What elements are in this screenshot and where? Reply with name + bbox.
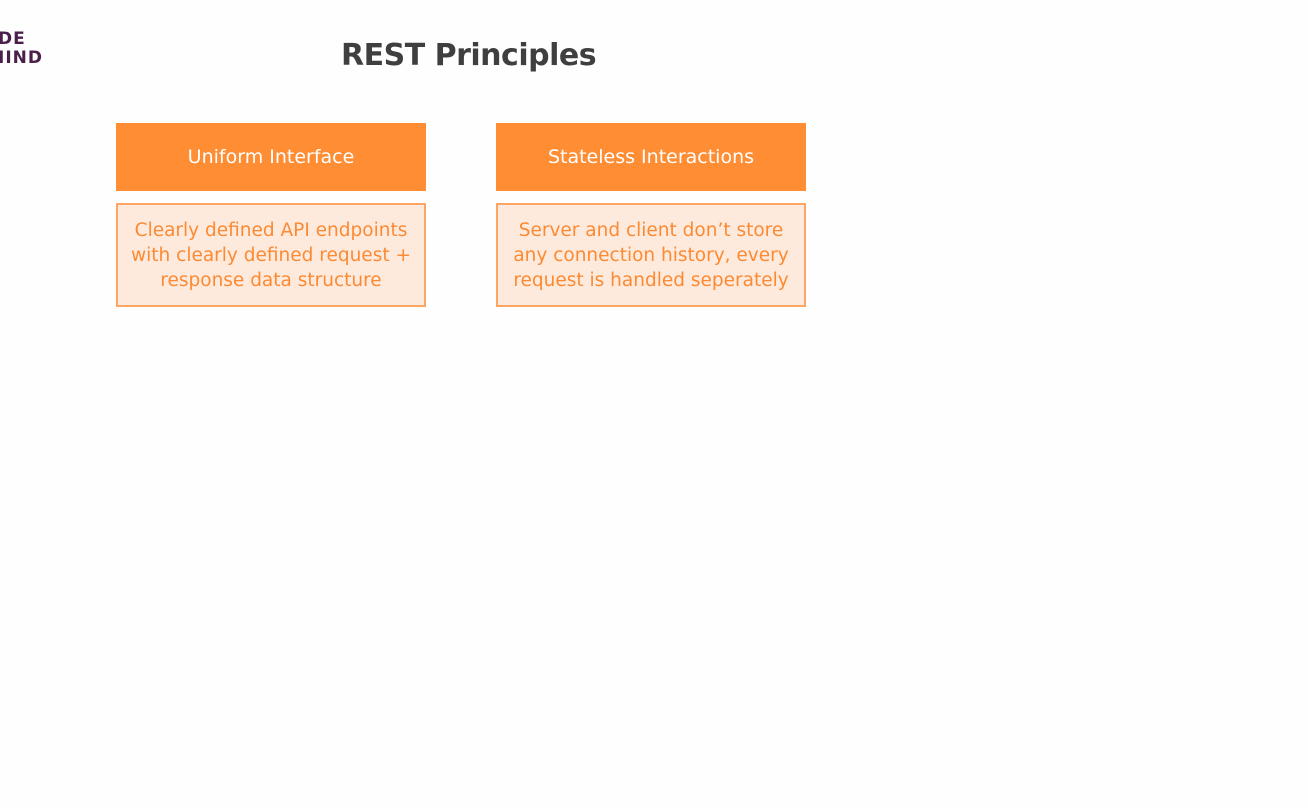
principle-uniform-interface-heading: Uniform Interface [116,123,426,191]
principle-stateless-interactions-heading: Stateless Interactions [496,123,806,191]
slide-title: REST Principles [341,38,597,73]
brand-logo: DE IIND [0,30,43,68]
principle-uniform-interface-description: Clearly defined API endpoints with clear… [116,203,426,307]
logo-line-2: IIND [0,48,43,68]
principle-description-text: Server and client don’t store any connec… [513,219,789,291]
logo-line-1: DE [0,29,26,49]
principle-description-text: Clearly defined API endpoints with clear… [131,219,411,291]
principle-stateless-interactions-description: Server and client don’t store any connec… [496,203,806,307]
